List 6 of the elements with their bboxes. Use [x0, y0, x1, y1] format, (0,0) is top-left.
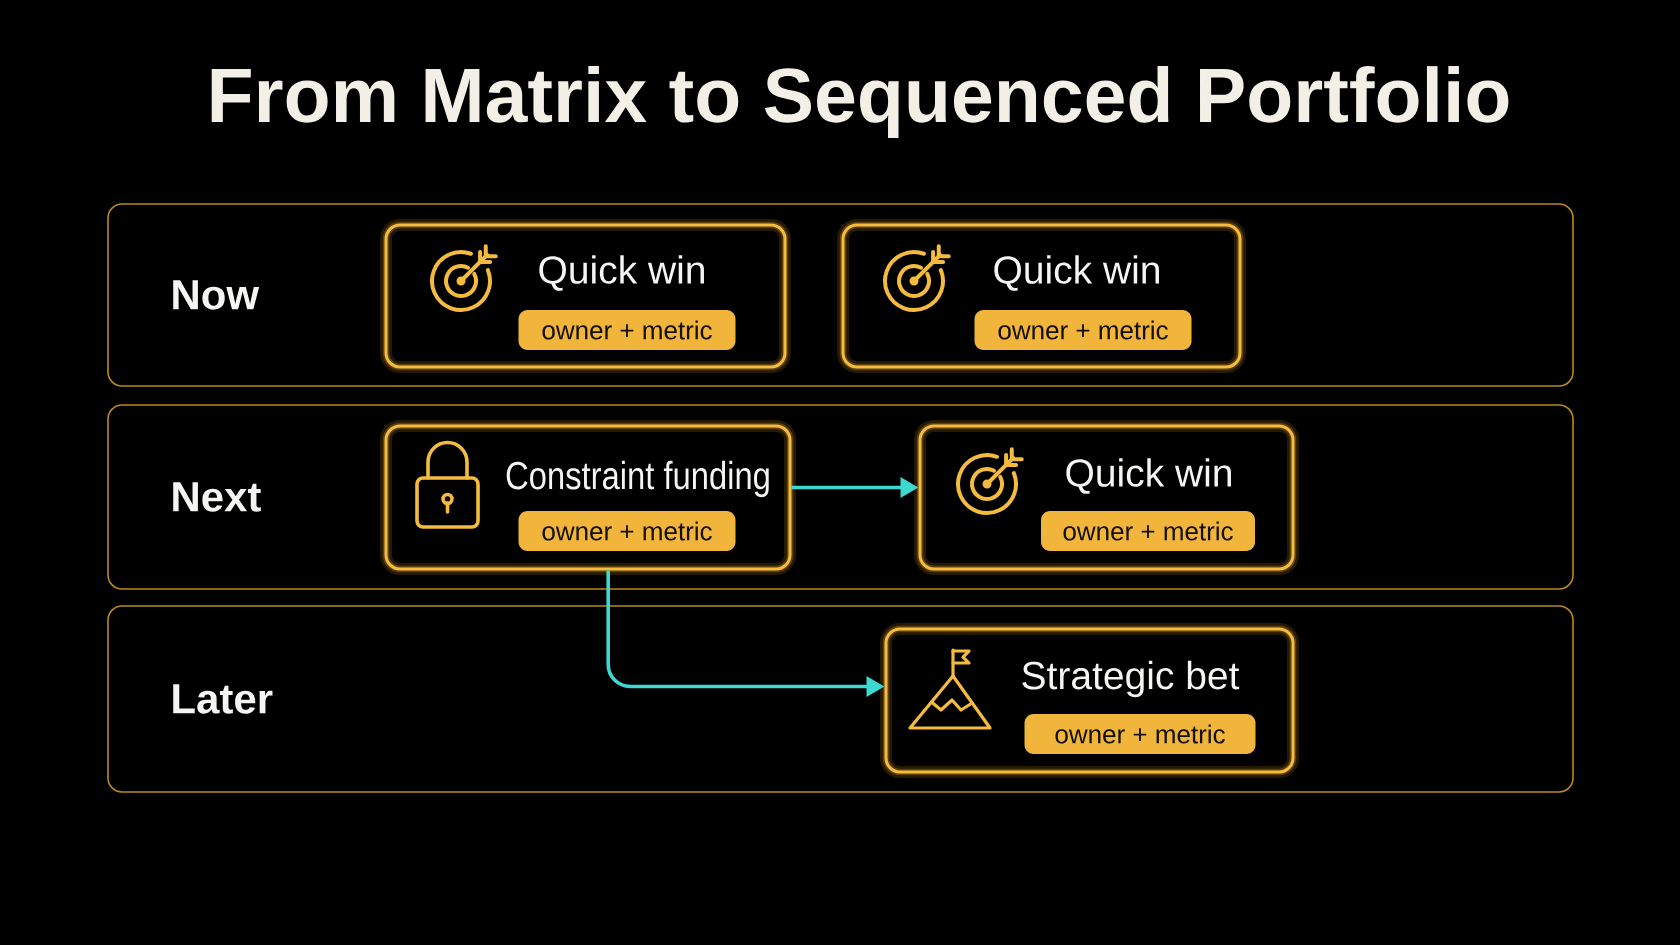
pill-tag: owner + metric — [1024, 714, 1256, 754]
title: From Matrix to Sequenced Portfolio — [211, 66, 1509, 138]
pill-tag: owner + metric — [974, 310, 1192, 350]
pill-tag: owner + metric — [518, 511, 736, 551]
pill-tag: owner + metric — [1041, 511, 1255, 551]
pill-tag: owner + metric — [518, 310, 736, 350]
